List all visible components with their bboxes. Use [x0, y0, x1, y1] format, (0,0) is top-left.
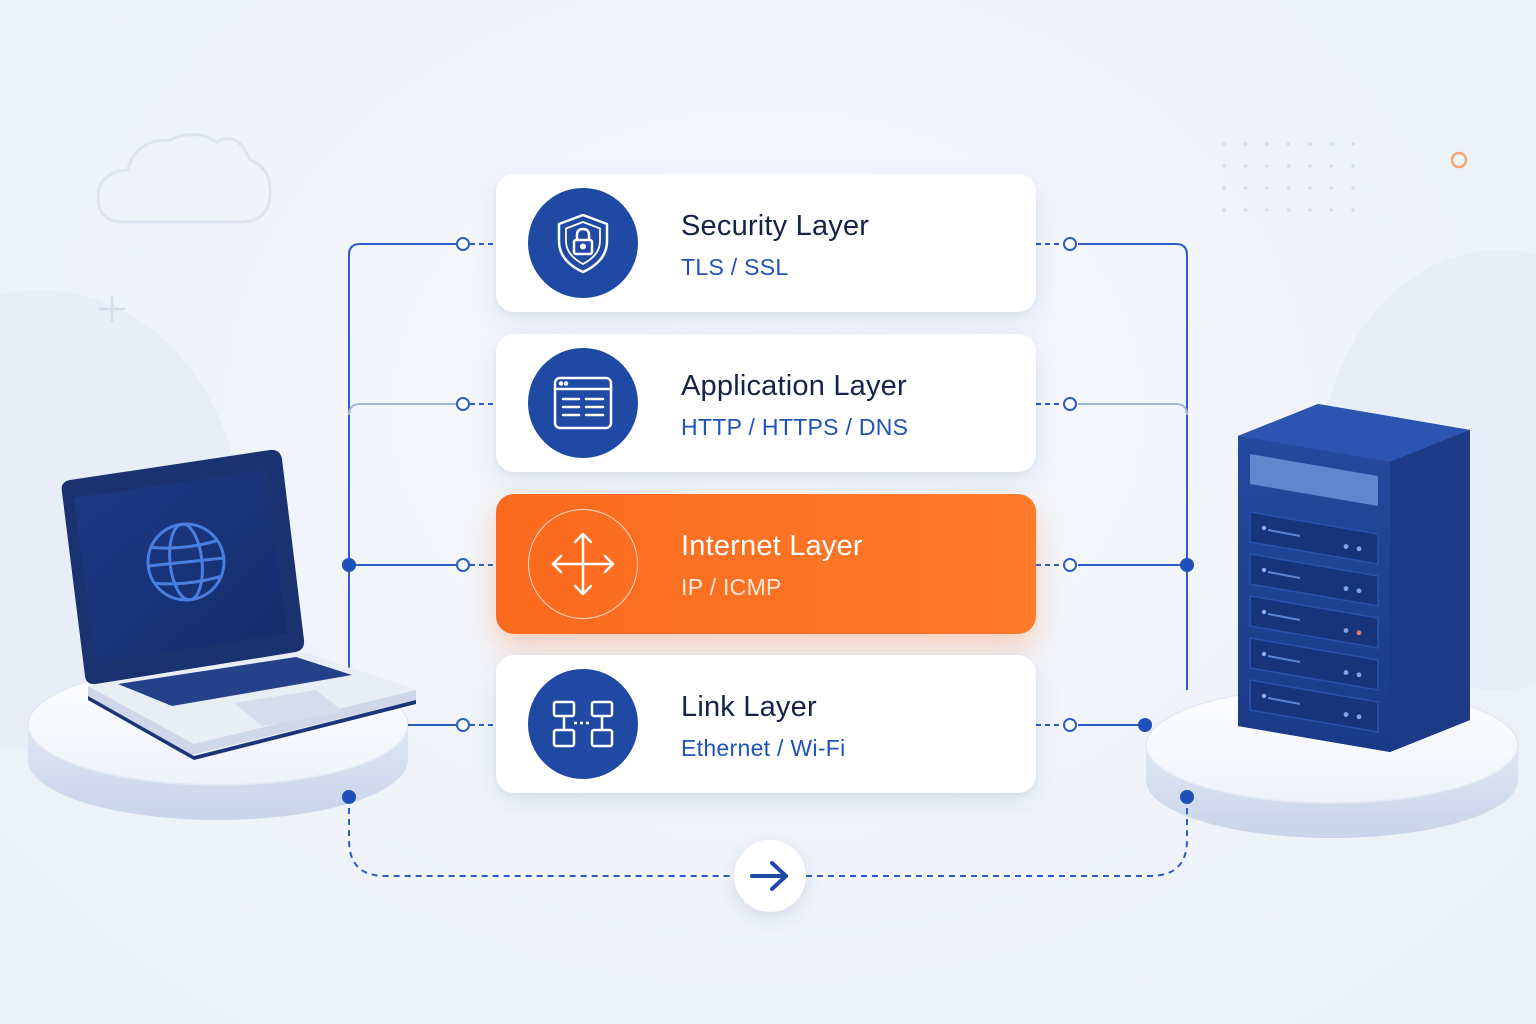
layer-title: Internet Layer	[681, 530, 863, 562]
orange-ring-icon	[1450, 151, 1468, 169]
flow-next-button[interactable]	[734, 840, 806, 912]
layer-protocols: HTTP / HTTPS / DNS	[681, 414, 909, 440]
layer-title: Security Layer	[681, 210, 870, 242]
layer-title: Link Layer	[681, 691, 817, 723]
arrow-right-icon	[750, 861, 788, 891]
layer-card-security[interactable]: Security Layer TLS / SSL	[496, 174, 1036, 312]
layer-card-internet[interactable]: Internet Layer IP / ICMP	[496, 494, 1036, 634]
shield-lock-icon	[528, 188, 638, 298]
layer-card-link[interactable]: Link Layer Ethernet / Wi-Fi	[496, 655, 1036, 793]
layer-protocols: TLS / SSL	[681, 254, 789, 280]
layer-protocols: IP / ICMP	[681, 574, 782, 600]
layer-title: Application Layer	[681, 370, 907, 402]
laptop-globe-icon	[61, 449, 416, 760]
connector-nodes	[342, 237, 1194, 804]
connector-lines	[348, 243, 1188, 877]
network-nodes-icon	[528, 669, 638, 779]
layer-card-application[interactable]: Application Layer HTTP / HTTPS / DNS	[496, 334, 1036, 472]
dot-grid-decoration	[1222, 142, 1355, 212]
browser-window-icon	[528, 348, 638, 458]
move-arrows-icon	[528, 509, 638, 619]
cloud-icon	[96, 133, 272, 224]
server-rack-icon	[1238, 404, 1470, 752]
plus-icon	[99, 296, 125, 322]
layer-protocols: Ethernet / Wi-Fi	[681, 735, 846, 761]
